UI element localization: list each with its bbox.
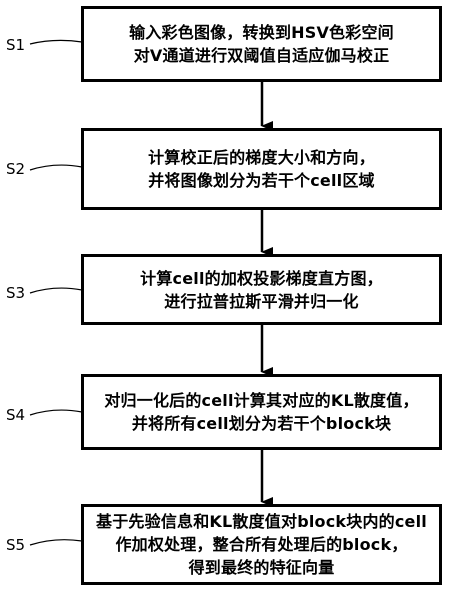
step-s5-line-3: 得到最终的特征向量 [188,558,335,577]
step-s4-line-1: 对归一化后的cell计算其对应的KL散度值， [104,391,419,410]
leader-s2 [29,164,83,171]
step-label-s4: S4 [6,406,26,424]
step-s3-line-1: 计算cell的加权投影梯度直方图， [140,268,383,288]
leader-s4 [29,409,83,416]
step-s2-line-2: 并将图像划分为若干个cell区域 [148,171,375,190]
step-box-s5: 基于先验信息和KL散度值对block块内的cell 作加权处理，整合所有处理后的… [81,504,442,585]
step-box-s1: 输入彩色图像，转换到HSV色彩空间 对V通道进行双阈值自适应伽马校正 [81,6,442,82]
step-s1-line-2: 对V通道进行双阈值自适应伽马校正 [133,46,390,65]
leader-s1 [29,39,83,45]
step-s4-line-2: 并将所有cell划分为若干个block块 [131,414,392,433]
step-label-s3: S3 [6,284,26,302]
step-box-s2: 计算校正后的梯度大小和方向， 并将图像划分为若干个cell区域 [81,128,442,210]
step-label-s1: S1 [6,36,26,54]
step-label-s5: S5 [6,536,26,554]
step-s5-line-1: 基于先验信息和KL散度值对block块内的cell [96,512,427,531]
step-s5-line-2: 作加权处理，整合所有处理后的block， [115,535,408,554]
step-s1-line-1: 输入彩色图像，转换到HSV色彩空间 [129,23,394,42]
step-s3-line-2: 进行拉普拉斯平滑并归一化 [164,291,359,311]
step-box-s4: 对归一化后的cell计算其对应的KL散度值， 并将所有cell划分为若干个blo… [81,374,442,450]
step-label-s2: S2 [6,160,26,178]
leader-s3 [29,287,83,294]
leader-s5 [29,539,83,546]
step-box-s3: 计算cell的加权投影梯度直方图， 进行拉普拉斯平滑并归一化 [81,254,442,325]
step-s2-line-1: 计算校正后的梯度大小和方向， [148,148,375,167]
